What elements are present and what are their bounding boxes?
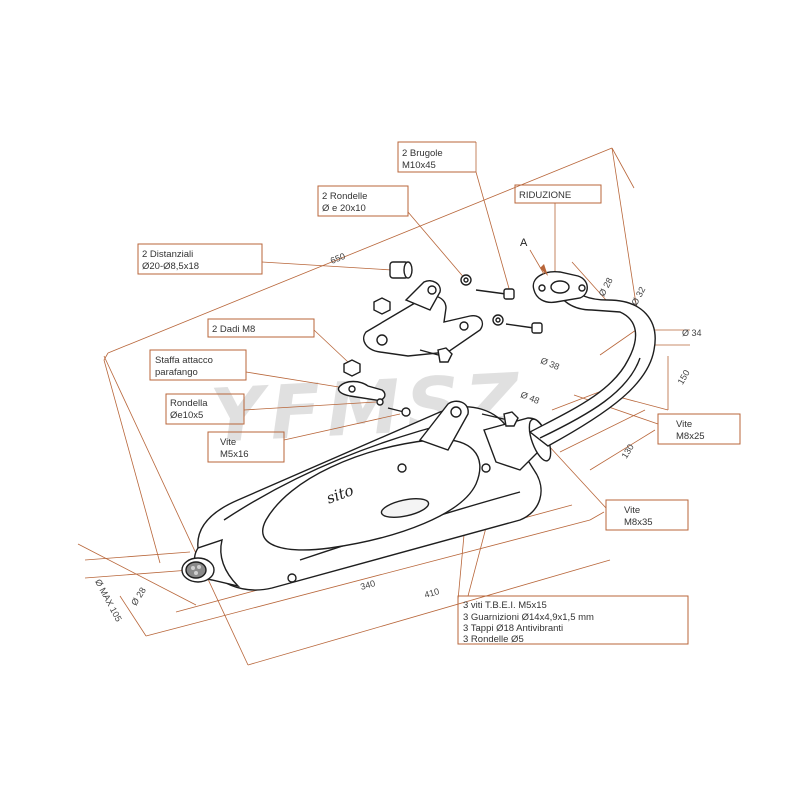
nut-dado-lower <box>343 359 361 377</box>
washer-rondella-small <box>376 398 384 406</box>
bolt-vite-m8x25 <box>419 347 453 363</box>
vite-m8x25-line-1: Vite <box>676 419 692 430</box>
fender-bracket-staffa <box>337 380 386 402</box>
kit-line-3: 3 Tappi Ø18 Antivibranti <box>463 623 563 634</box>
kit-line-1: 3 viti T.B.E.I. M5x15 <box>463 600 547 611</box>
view-marker-a: A <box>520 237 548 276</box>
callout-rondelle: 2 Rondelle Ø e 20x10 <box>317 185 467 281</box>
dim-dia-28-top: Ø 28 <box>597 276 615 298</box>
dim-dia-34: Ø 34 <box>682 328 702 338</box>
rondelle-line-2: Ø e 20x10 <box>322 203 366 214</box>
dim-dia-38: Ø 38 <box>539 355 561 372</box>
callout-riduzione: RIDUZIONE <box>514 184 602 282</box>
callout-vite-m5: Vite M5x16 <box>207 413 401 463</box>
bolt-brugola-upper <box>475 288 515 300</box>
callout-staffa: Staffa attacco parafango <box>149 349 346 389</box>
callout-vite-m8x35: Vite M8x35 <box>547 444 689 531</box>
callout-brugole: 2 Brugole M10x45 <box>397 141 511 293</box>
callout-rondella: Rondella Øe10x5 <box>165 393 377 425</box>
kit-line-4: 3 Rondelle Ø5 <box>463 634 524 645</box>
distanziali-line-2: Ø20-Ø8,5x18 <box>142 261 199 272</box>
riduzione-label: RIDUZIONE <box>519 190 571 201</box>
distanziali-line-1: 2 Distanziali <box>142 249 193 260</box>
vite-m5-line-1: Vite <box>220 437 236 448</box>
spacer-distanziale <box>389 261 413 279</box>
callout-dadi: 2 Dadi M8 <box>207 318 349 363</box>
dim-130: 130 <box>619 442 635 460</box>
vite-m5-line-2: M5x16 <box>220 449 249 460</box>
dimension-lines <box>77 147 690 666</box>
view-marker-label: A <box>520 237 528 249</box>
rondella-line-2: Øe10x5 <box>170 410 203 421</box>
dim-340: 340 <box>359 578 376 592</box>
callout-distanziali: 2 Distanziali Ø20-Ø8,5x18 <box>137 243 393 275</box>
staffa-line-2: parafango <box>155 367 198 378</box>
brugole-line-2: M10x45 <box>402 160 436 171</box>
rondelle-line-1: 2 Rondelle <box>322 191 367 202</box>
staffa-line-1: Staffa attacco <box>155 355 213 366</box>
vite-m8x25-line-2: M8x25 <box>676 431 705 442</box>
rondella-line-1: Rondella <box>170 398 208 409</box>
dim-dia-max-105: Ø MAX 105 <box>93 578 124 624</box>
dim-410: 410 <box>423 586 440 600</box>
header-pipe <box>528 271 656 447</box>
bolt-brugola-lower <box>505 322 543 334</box>
bolt-vite-m5 <box>387 407 411 417</box>
nut-dado-upper <box>373 297 391 315</box>
kit-line-2: 3 Guarnizioni Ø14x4,9x1,5 mm <box>463 612 594 623</box>
dadi-label: 2 Dadi M8 <box>212 324 255 335</box>
mounting-bracket <box>362 280 484 357</box>
muffler-body: sito <box>181 406 542 591</box>
dim-dia-28-bottom: Ø 28 <box>129 585 148 607</box>
washer-rondelle <box>460 274 504 326</box>
muffler-mount-lug <box>418 400 469 451</box>
bolt-vite-m8x35 <box>481 411 519 427</box>
vite-m8x35-line-1: Vite <box>624 505 640 516</box>
dim-150: 150 <box>676 368 692 386</box>
vite-m8x35-line-2: M8x35 <box>624 517 653 528</box>
dim-dia-32: Ø 32 <box>629 285 647 307</box>
dim-650: 650 <box>329 251 347 266</box>
brugole-line-1: 2 Brugole <box>402 148 443 159</box>
